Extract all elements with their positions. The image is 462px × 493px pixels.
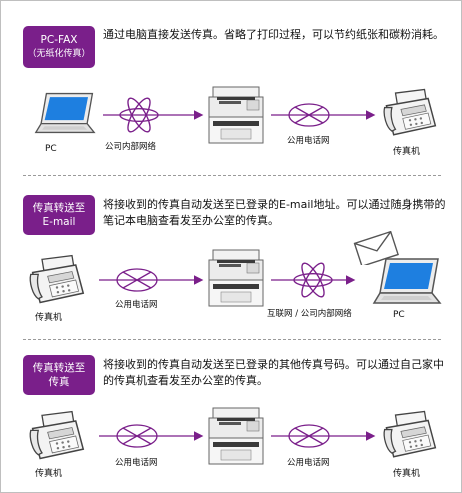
section1-badge-subtitle: （无纸化传真） xyxy=(27,49,91,59)
section3-right-label: 传真机 xyxy=(393,469,421,479)
laptop-icon xyxy=(371,255,443,307)
section1-badge-title: PC-FAX xyxy=(40,34,78,46)
section2-network1-label: 公用电话网 xyxy=(115,300,158,310)
section1-right-label: 传真机 xyxy=(393,147,421,157)
section3-badge-subtitle: 传真 xyxy=(48,376,70,388)
section2-description: 将接收到的传真自动发送至已登录的E-mail地址。可以通过随身携带的笔记本电脑查… xyxy=(103,198,446,227)
section2-network2-label: 互联网 / 公司内部网络 xyxy=(267,309,352,319)
divider xyxy=(23,339,441,340)
fax-machine-icon xyxy=(381,87,439,139)
section2-badge-subtitle: E-mail xyxy=(42,216,76,228)
section1-badge: PC-FAX （无纸化传真） xyxy=(23,26,95,68)
section1-arrow-2 xyxy=(271,110,376,120)
atom-network-icon xyxy=(291,262,335,298)
section3-description: 将接收到的传真自动发送至已登录的其他传真号码。可以通过自己家中的传真机查看发至办… xyxy=(103,358,444,387)
section1-description: 通过电脑直接发送传真。省略了打印过程，可以节约纸张和碳粉消耗。 xyxy=(103,28,444,41)
section3-arrow-2 xyxy=(271,431,376,441)
section3-left-label: 传真机 xyxy=(35,469,63,479)
section2-arrow-2 xyxy=(271,275,356,285)
laptop-icon xyxy=(33,90,97,136)
x-network-icon xyxy=(287,102,331,128)
section1-network2-label: 公用电话网 xyxy=(287,136,330,146)
section1-network1-label: 公司内部网络 xyxy=(105,142,157,152)
section3-badge: 传真转送至 传真 xyxy=(23,355,95,395)
x-network-icon xyxy=(115,267,159,293)
section3-network1-label: 公用电话网 xyxy=(115,458,158,468)
section2-arrow-1 xyxy=(99,275,204,285)
atom-network-icon xyxy=(117,97,161,133)
printer-icon xyxy=(207,84,265,148)
printer-icon xyxy=(207,405,265,469)
section2-right-label: PC xyxy=(393,310,405,320)
section3-network2-label: 公用电话网 xyxy=(287,458,330,468)
printer-icon xyxy=(207,247,265,311)
x-network-icon xyxy=(115,423,159,449)
divider xyxy=(23,175,441,176)
fax-machine-icon xyxy=(27,409,87,463)
fax-machine-icon xyxy=(381,409,439,461)
fax-machine-icon xyxy=(27,253,87,307)
section2-badge-title: 传真转送至 xyxy=(32,202,86,214)
section1-left-label: PC xyxy=(45,144,57,154)
section2-badge: 传真转送至 E-mail xyxy=(23,195,95,235)
x-network-icon xyxy=(287,423,331,449)
section3-badge-title: 传真转送至 xyxy=(32,362,86,374)
section2-left-label: 传真机 xyxy=(35,313,63,323)
section3-arrow-1 xyxy=(99,431,204,441)
